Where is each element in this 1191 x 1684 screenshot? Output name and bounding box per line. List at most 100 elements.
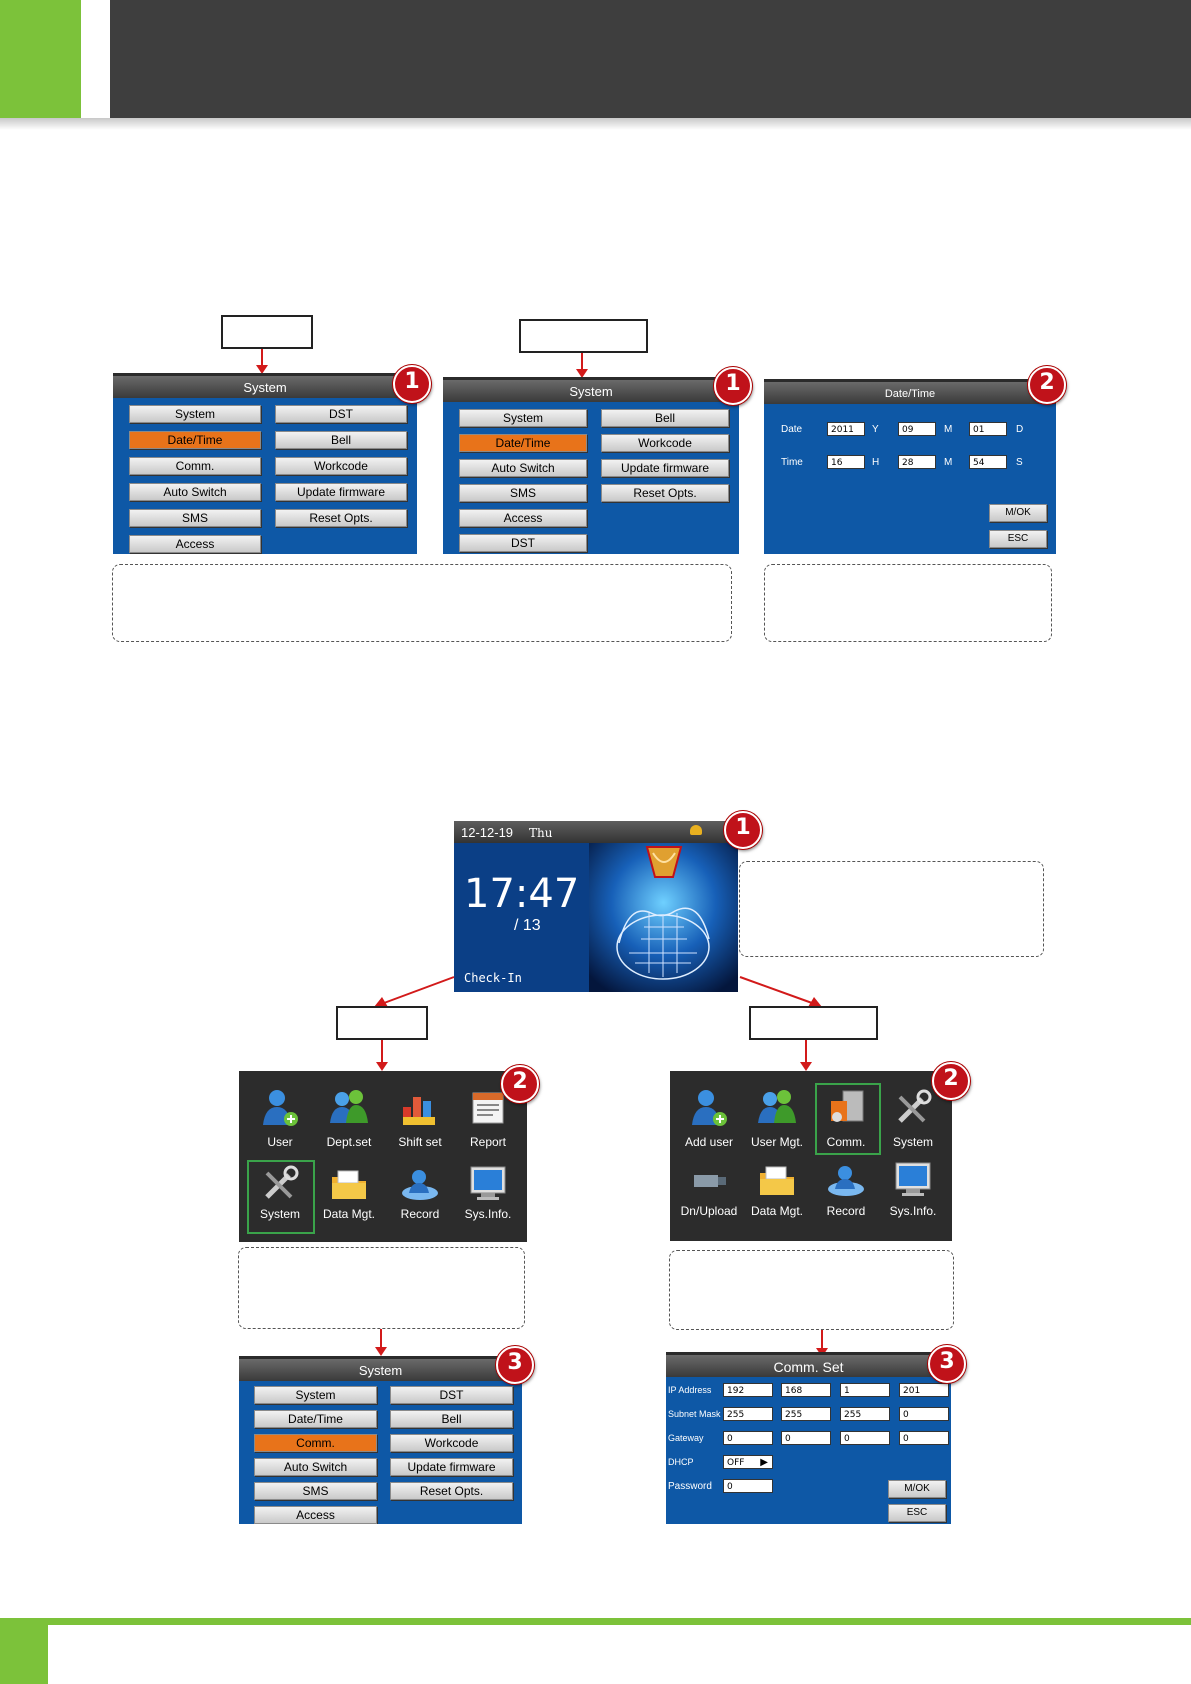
- menu-access[interactable]: Access: [129, 535, 261, 553]
- esc-button[interactable]: ESC: [888, 1504, 946, 1522]
- menu-bell[interactable]: Bell: [390, 1410, 513, 1428]
- footer-accent-block: [0, 1618, 48, 1684]
- menu-access[interactable]: Access: [459, 509, 587, 527]
- sys-info-icon[interactable]: [467, 1163, 509, 1205]
- menu-date-time-selected[interactable]: Date/Time: [129, 431, 261, 449]
- gateway-octet-4[interactable]: 0: [899, 1431, 949, 1445]
- data-mgt-icon[interactable]: [328, 1163, 370, 1205]
- menu-system[interactable]: System: [129, 405, 261, 423]
- menu-reset-opts[interactable]: Reset Opts.: [390, 1482, 513, 1500]
- system-icon[interactable]: [892, 1087, 934, 1129]
- mask-octet-3[interactable]: 255: [840, 1407, 890, 1421]
- menu-dst[interactable]: DST: [390, 1386, 513, 1404]
- arrow-down-5: [375, 1329, 387, 1356]
- menu-date-time[interactable]: Date/Time: [254, 1410, 377, 1428]
- system-icon[interactable]: [259, 1163, 301, 1205]
- date-label: Date: [781, 424, 803, 435]
- usb-icon[interactable]: [688, 1159, 730, 1201]
- header-bar: [110, 0, 1191, 118]
- system-menu-screen-3: System System Date/Time Comm. Auto Switc…: [239, 1356, 522, 1524]
- second-unit: S: [1016, 457, 1023, 468]
- note-box-4: [238, 1247, 525, 1329]
- ok-button[interactable]: M/OK: [888, 1480, 946, 1498]
- gateway-octet-2[interactable]: 0: [781, 1431, 831, 1445]
- menu-sms[interactable]: SMS: [129, 509, 261, 527]
- menu-workcode[interactable]: Workcode: [390, 1434, 513, 1452]
- menu-comm-selected[interactable]: Comm.: [254, 1434, 377, 1452]
- menu-item-label: Add user: [684, 1135, 734, 1149]
- password-field[interactable]: 0: [723, 1479, 773, 1493]
- add-user-icon[interactable]: [688, 1087, 730, 1129]
- esc-button[interactable]: ESC: [989, 530, 1047, 548]
- menu-system[interactable]: System: [459, 409, 587, 427]
- data-mgt-icon[interactable]: [756, 1159, 798, 1201]
- menu-dst[interactable]: DST: [459, 534, 587, 552]
- menu-date-time-selected[interactable]: Date/Time: [459, 434, 587, 452]
- sys-info-icon[interactable]: [892, 1159, 934, 1201]
- menu-auto-switch[interactable]: Auto Switch: [459, 459, 587, 477]
- menu-update-firmware[interactable]: Update firmware: [601, 459, 729, 477]
- date-month-field[interactable]: 09: [898, 422, 936, 436]
- menu-item-label: Dn/Upload: [680, 1204, 738, 1218]
- header-accent-green: [0, 0, 81, 118]
- date-year-field[interactable]: 2011: [827, 422, 865, 436]
- menu-bell[interactable]: Bell: [601, 409, 729, 427]
- step-badge: 1: [393, 365, 431, 403]
- comm-icon[interactable]: [825, 1087, 867, 1129]
- gateway-octet-1[interactable]: 0: [723, 1431, 773, 1445]
- mask-octet-4[interactable]: 0: [899, 1407, 949, 1421]
- menu-reset-opts[interactable]: Reset Opts.: [601, 484, 729, 502]
- ip-octet-1[interactable]: 192: [723, 1383, 773, 1397]
- fingerprint-hand-image: [589, 843, 738, 992]
- menu-update-firmware[interactable]: Update firmware: [275, 483, 407, 501]
- report-icon[interactable]: [467, 1087, 509, 1129]
- menu-bell[interactable]: Bell: [275, 431, 407, 449]
- main-menu-screen-a: User Dept.set Shift set Report System Da…: [239, 1071, 527, 1242]
- menu-item-label: Shift set: [398, 1135, 442, 1149]
- menu-workcode[interactable]: Workcode: [275, 457, 407, 475]
- menu-auto-switch[interactable]: Auto Switch: [129, 483, 261, 501]
- arrow-down-4: [800, 1040, 812, 1071]
- user-icon[interactable]: [259, 1087, 301, 1129]
- status-text: Check-In: [464, 971, 522, 985]
- arrow-down-3: [376, 1040, 388, 1071]
- menu-sms[interactable]: SMS: [459, 484, 587, 502]
- menu-item-label: Comm.: [826, 1135, 866, 1149]
- header-shadow: [0, 118, 1191, 130]
- ip-octet-2[interactable]: 168: [781, 1383, 831, 1397]
- record-icon[interactable]: [825, 1159, 867, 1201]
- note-box-5: [669, 1250, 954, 1330]
- time-minute-field[interactable]: 28: [898, 455, 936, 469]
- menu-sms[interactable]: SMS: [254, 1482, 377, 1500]
- dept-set-icon[interactable]: [328, 1087, 370, 1129]
- day-unit: D: [1016, 424, 1024, 435]
- ip-address-label: IP Address: [668, 1385, 712, 1395]
- user-mgt-icon[interactable]: [756, 1087, 798, 1129]
- dhcp-select[interactable]: OFF ▶: [723, 1455, 773, 1469]
- system-menu-screen-2: System System Date/Time Auto Switch SMS …: [443, 377, 739, 554]
- menu-auto-switch[interactable]: Auto Switch: [254, 1458, 377, 1476]
- mask-octet-1[interactable]: 255: [723, 1407, 773, 1421]
- time-hour-field[interactable]: 16: [827, 455, 865, 469]
- menu-workcode[interactable]: Workcode: [601, 434, 729, 452]
- shift-set-icon[interactable]: [399, 1087, 441, 1129]
- menu-comm[interactable]: Comm.: [129, 457, 261, 475]
- gateway-octet-3[interactable]: 0: [840, 1431, 890, 1445]
- menu-item-label: Sys.Info.: [464, 1207, 512, 1221]
- ip-octet-4[interactable]: 201: [899, 1383, 949, 1397]
- ok-button[interactable]: M/OK: [989, 504, 1047, 522]
- menu-update-firmware[interactable]: Update firmware: [390, 1458, 513, 1476]
- menu-item-label: Data Mgt.: [322, 1207, 376, 1221]
- mask-octet-2[interactable]: 255: [781, 1407, 831, 1421]
- record-icon[interactable]: [399, 1163, 441, 1205]
- ip-octet-3[interactable]: 1: [840, 1383, 890, 1397]
- key-box-2: [519, 319, 648, 353]
- menu-access[interactable]: Access: [254, 1506, 377, 1524]
- selected-frame: [815, 1083, 881, 1155]
- time-second-field[interactable]: 54: [969, 455, 1007, 469]
- menu-reset-opts[interactable]: Reset Opts.: [275, 509, 407, 527]
- weekday-text: Thu: [529, 826, 553, 840]
- date-day-field[interactable]: 01: [969, 422, 1007, 436]
- menu-system[interactable]: System: [254, 1386, 377, 1404]
- menu-dst[interactable]: DST: [275, 405, 407, 423]
